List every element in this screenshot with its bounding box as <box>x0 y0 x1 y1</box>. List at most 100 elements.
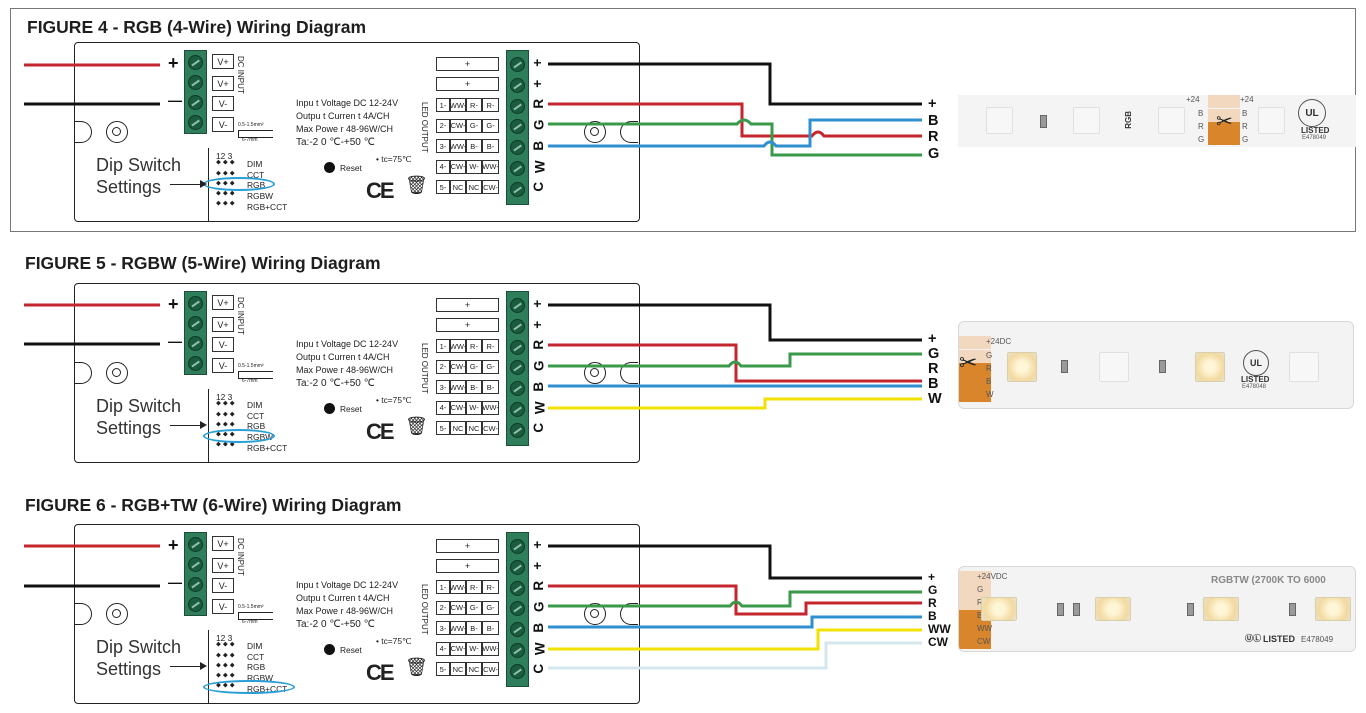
terminal-screw[interactable] <box>510 140 525 155</box>
solder-pad <box>1208 135 1240 145</box>
callout-arrow-line <box>170 184 202 186</box>
led-strip-rgb: RGB +24 B R G +24 B R G ✂ UL LISTED E478… <box>958 95 1356 147</box>
selected-mode-highlight <box>203 680 295 694</box>
reset-button[interactable] <box>324 162 335 173</box>
terminal-screw[interactable] <box>510 560 525 575</box>
ul-number: E478049 <box>1302 135 1327 141</box>
terminal-screw[interactable] <box>510 601 525 616</box>
dip-switch-row: ⬥ ⬥ ⬥ <box>216 411 235 418</box>
spec-output-current: Outpu t Curren t 4A/CH <box>296 593 390 603</box>
terminal-screw[interactable] <box>510 182 525 197</box>
terminal-screw[interactable] <box>188 537 203 552</box>
channel-number: 3- <box>436 139 450 153</box>
terminal-screw[interactable] <box>188 577 203 592</box>
strip-wire-label: + <box>928 96 937 112</box>
strip-wire-label: B <box>928 376 939 392</box>
solder-pad <box>959 389 991 402</box>
terminal-screw[interactable] <box>188 55 203 70</box>
terminal-screw[interactable] <box>188 95 203 110</box>
led-output-label: LED OUTPUT <box>420 102 429 153</box>
terminal-screw[interactable] <box>510 119 525 134</box>
wire-gauge-label: 0.5-1.5mm² <box>238 122 264 128</box>
output-plus-box: + <box>436 57 499 71</box>
mount-hole <box>106 603 128 625</box>
terminal-screw[interactable] <box>510 57 525 72</box>
dip-mode-cct: CCT <box>247 411 265 421</box>
channel-cell: WW- <box>450 621 466 635</box>
terminal-screw[interactable] <box>188 597 203 612</box>
terminal-screw[interactable] <box>510 643 525 658</box>
terminal-screw[interactable] <box>510 581 525 596</box>
solder-pad <box>959 584 991 597</box>
mount-slot <box>74 362 92 384</box>
channel-cell: G- <box>466 118 482 133</box>
pad-label: +24VDC <box>977 572 1008 581</box>
weee-bin-icon: 🗑 <box>405 175 428 195</box>
strip-wire-label: R <box>928 596 937 610</box>
channel-number: 3- <box>436 621 450 635</box>
ul-number: E478049 <box>1301 635 1334 644</box>
strip-wire-label: + <box>928 331 937 347</box>
reset-button[interactable] <box>324 403 335 414</box>
tc-label: • tc=75℃ <box>376 154 412 164</box>
terminal-screw[interactable] <box>188 316 203 331</box>
terminal-screw[interactable] <box>510 664 525 679</box>
pad-label: B <box>986 377 992 386</box>
dc-input-label: DC INPUT <box>236 538 245 576</box>
callout-arrow-icon <box>200 180 207 188</box>
terminal-screw[interactable] <box>510 402 525 417</box>
terminal-v-minus: V- <box>212 337 234 352</box>
dip-mode-dim: DIM <box>247 159 263 169</box>
channel-number: 3- <box>436 380 450 394</box>
led-strip-rgbtw: +24VDC G R B WW CW RGBTW (2700K TO 6000 … <box>958 566 1356 652</box>
terminal-screw[interactable] <box>510 539 525 554</box>
channel-cell: WW- <box>450 339 466 353</box>
terminal-screw[interactable] <box>510 360 525 375</box>
dip-panel-divider <box>208 389 210 463</box>
resistor <box>1061 360 1068 373</box>
terminal-screw[interactable] <box>188 557 203 572</box>
channel-cell: WW- <box>450 580 466 594</box>
terminal-screw[interactable] <box>188 115 203 130</box>
figure-6-title: FIGURE 6 - RGB+TW (6-Wire) Wiring Diagra… <box>25 495 402 515</box>
terminal-v-plus: V+ <box>212 54 234 69</box>
terminal-screw[interactable] <box>188 75 203 90</box>
channel-cell: G- <box>482 118 499 133</box>
terminal-screw[interactable] <box>510 99 525 114</box>
terminal-v-plus: V+ <box>212 295 234 310</box>
terminal-screw[interactable] <box>188 356 203 371</box>
figure-5-wires <box>24 303 922 410</box>
channel-cell: NC <box>466 662 482 676</box>
channel-cell: B- <box>482 621 499 635</box>
terminal-screw[interactable] <box>510 78 525 93</box>
dip-numbers: 12 3 <box>216 151 233 161</box>
spec-temperature: Ta:-2 0 ℃-+50 ℃ <box>296 378 375 389</box>
terminal-screw[interactable] <box>510 161 525 176</box>
solder-pad <box>959 636 991 649</box>
terminal-v-plus: V+ <box>212 76 234 91</box>
output-blue-wire <box>548 118 922 148</box>
channel-cell: R- <box>466 580 482 594</box>
dip-switch-row: ⬥ ⬥ ⬥ <box>216 641 235 648</box>
terminal-screw[interactable] <box>510 340 525 355</box>
terminal-screw[interactable] <box>510 423 525 438</box>
terminal-screw[interactable] <box>510 622 525 637</box>
dip-mode-rgb-cct: RGB+CCT <box>247 443 288 453</box>
reset-button[interactable] <box>324 644 335 655</box>
terminal-screw[interactable] <box>188 296 203 311</box>
output-terminal-block <box>506 532 529 687</box>
resistor <box>1187 603 1194 616</box>
terminal-screw[interactable] <box>510 298 525 313</box>
terminal-screw[interactable] <box>188 336 203 351</box>
channel-number: 4- <box>436 159 450 174</box>
spec-output-current: Outpu t Curren t 4A/CH <box>296 352 390 362</box>
terminal-screw[interactable] <box>510 381 525 396</box>
ul-listed-label: LISTED <box>1263 634 1296 644</box>
callout-arrow-line <box>170 666 202 668</box>
dip-mode-dim: DIM <box>247 641 263 651</box>
output-blue-wire <box>548 615 922 629</box>
terminal-screw[interactable] <box>510 319 525 334</box>
channel-number: 2- <box>436 118 450 133</box>
led-chip <box>1099 352 1129 382</box>
strip-length-label: 6-7mm <box>242 378 258 384</box>
